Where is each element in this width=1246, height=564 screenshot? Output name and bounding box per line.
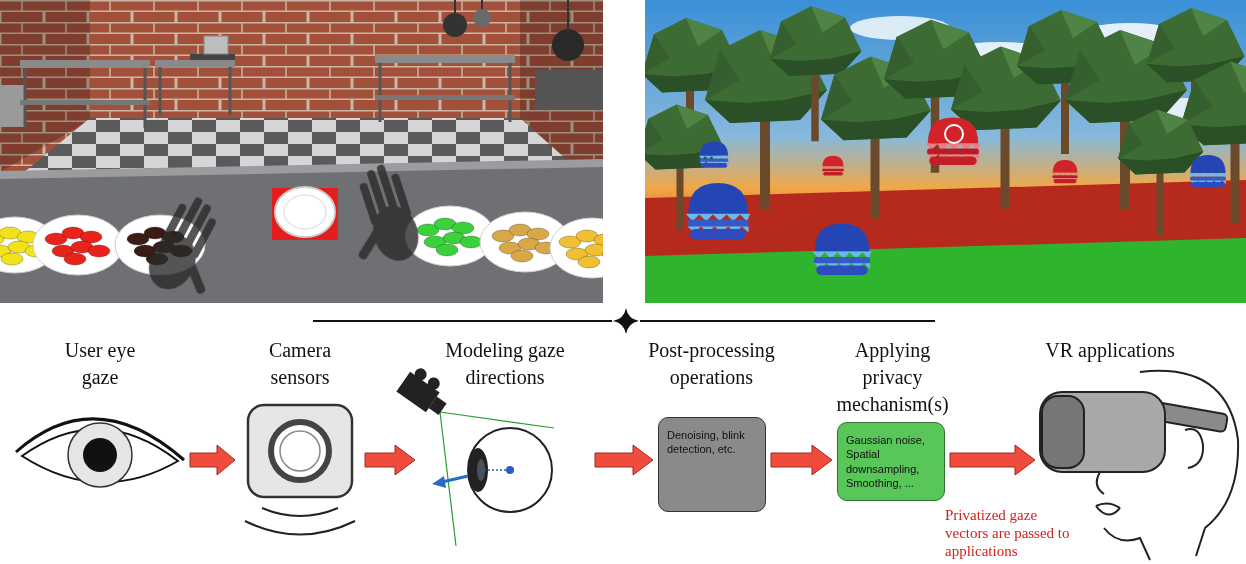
- stage-heading: VR applications: [1010, 337, 1210, 364]
- stage-heading: User eye gaze: [53, 337, 148, 391]
- box-text: Denoising, blink detection, etc.: [667, 428, 757, 457]
- flow-arrow: [771, 445, 832, 475]
- box-text: Gaussian noise, Spatial downsampling, Sm…: [846, 433, 936, 490]
- eye-stage: User eye gaze: [20, 420, 185, 500]
- process-box: Applying privacy mechanism(s)Gaussian no…: [837, 422, 945, 501]
- stage-heading: Applying privacy mechanism(s): [829, 337, 957, 418]
- kitchen-screenshot: [0, 0, 603, 303]
- vr-user-icon: [1040, 371, 1238, 560]
- eye-icon: [16, 419, 184, 487]
- camera-stage: Camera sensors: [240, 400, 360, 530]
- stage-heading: Modeling gaze directions: [430, 337, 580, 391]
- process-box: Post-processing operationsDenoising, bli…: [658, 417, 766, 512]
- camera-sensor-icon: [245, 405, 355, 535]
- flow-arrow: [595, 445, 653, 475]
- flow-arrow: [365, 445, 415, 475]
- gaze-model-stage: Modeling gaze directions: [420, 415, 590, 525]
- flow-arrow: [190, 445, 235, 475]
- forest-screenshot: [645, 0, 1246, 303]
- stage-heading: Post-processing operations: [632, 337, 792, 391]
- gaze-model-icon: [396, 364, 554, 546]
- divider: [313, 308, 935, 334]
- vr-stage: VR applications: [1040, 385, 1240, 555]
- note-text: Privatized gaze vectors are passed to ap…: [945, 506, 1075, 560]
- flow-arrow: [950, 445, 1035, 475]
- stage-heading: Camera sensors: [250, 337, 350, 391]
